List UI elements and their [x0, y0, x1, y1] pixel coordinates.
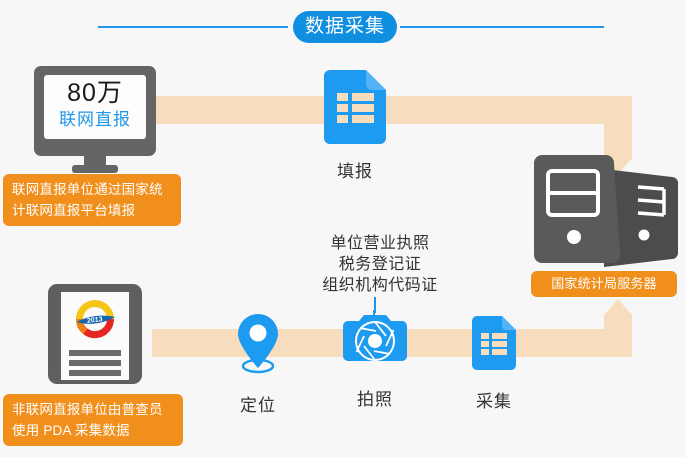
certificate-list: 单位营业执照 税务登记证 组织机构代码证 [295, 233, 465, 296]
census-logo-year: 2013 [87, 316, 103, 325]
page-title: 数据采集 [293, 11, 397, 43]
monitor-screen: 80万 联网直报 [44, 75, 146, 139]
callout-pda-collection: 非联网直报单位由普查员使用 PDA 采集数据 [3, 394, 183, 446]
form-document-icon [324, 70, 386, 144]
server-tower-icon [526, 155, 678, 270]
monitor-sub-label: 联网直报 [59, 110, 131, 129]
pda-text-lines [69, 350, 121, 380]
node-gather[interactable]: 采集 [447, 316, 541, 413]
node-photo-label: 拍照 [357, 390, 393, 409]
callout-server: 国家统计局服务器 [531, 271, 677, 297]
node-gather-label: 采集 [476, 392, 512, 411]
monitor-bezel: 80万 联网直报 [34, 66, 156, 156]
form-document-icon [472, 316, 516, 370]
flow-band-top-vertical [604, 96, 632, 160]
node-locate-label: 定位 [240, 396, 276, 415]
node-locate[interactable]: 定位 [212, 312, 304, 417]
monitor-stand-base [72, 165, 118, 173]
pda-body: 2013 [48, 284, 142, 384]
pda-text-line [69, 360, 121, 366]
certificate-item: 税务登记证 [338, 256, 422, 273]
certificate-connector-line [374, 297, 376, 313]
certificate-item: 组织机构代码证 [322, 277, 438, 294]
monitor-device: 80万 联网直报 [34, 66, 156, 173]
title-rule-left [98, 26, 288, 28]
flow-band-bottom-vertical [604, 315, 632, 357]
node-fill-report-label: 填报 [337, 162, 373, 181]
pda-text-line [69, 350, 121, 356]
map-pin-icon [232, 312, 284, 374]
callout-online-reporting: 联网直报单位通过国家统计联网直报平台填报 [3, 174, 181, 226]
node-photo[interactable]: 拍照 [325, 310, 425, 411]
node-fill-report[interactable]: 填报 [305, 70, 405, 183]
pda-device: 2013 [48, 284, 142, 384]
monitor-big-value: 80万 [67, 79, 123, 107]
title-rule-right [400, 26, 604, 28]
monitor-stand-neck [84, 156, 106, 167]
camera-icon [343, 310, 407, 366]
flow-arrow-up-icon [604, 299, 632, 315]
pda-text-line [69, 370, 121, 376]
pda-screen: 2013 [61, 292, 129, 380]
census-logo-icon: 2013 [75, 300, 115, 339]
certificate-item: 单位营业执照 [330, 235, 430, 252]
